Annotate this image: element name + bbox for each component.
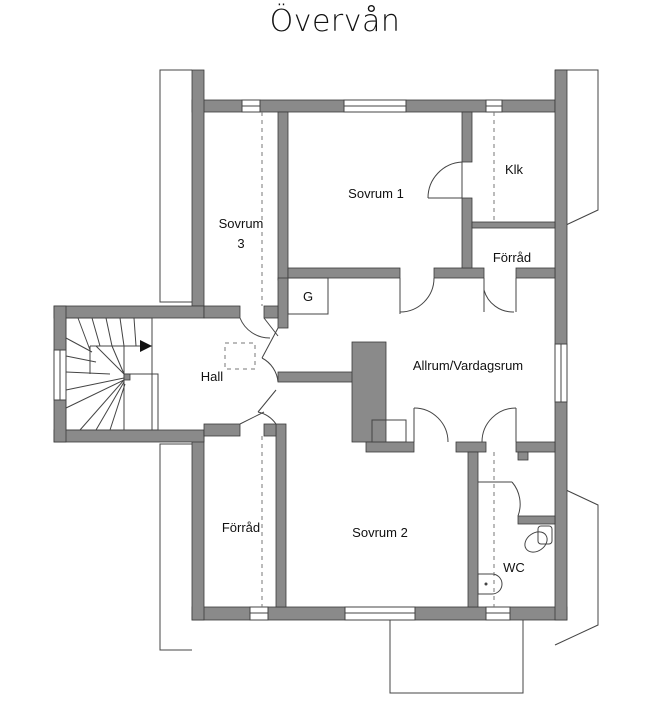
- windows: [53, 99, 568, 621]
- toilet: [524, 525, 553, 553]
- room-label-forrad-bottom: Förråd: [222, 520, 260, 535]
- chimney: [371, 419, 407, 443]
- outer-walls: [53, 69, 568, 621]
- g-appliance-box: G: [287, 277, 329, 315]
- room-label-wc: WC: [503, 560, 525, 575]
- room-label-forrad-top: Förråd: [493, 250, 531, 265]
- room-label-sovrum-3: Sovrum: [219, 216, 264, 231]
- staircase: [65, 317, 159, 431]
- inner-walls: [203, 111, 556, 608]
- washbasin: [477, 573, 503, 595]
- room-label-allrum: Allrum/Vardagsrum: [413, 358, 523, 373]
- room-label-sovrum-1: Sovrum 1: [348, 186, 404, 201]
- roof-outline: [159, 69, 599, 694]
- room-label-klk: Klk: [505, 162, 524, 177]
- room-label-sovrum-3-number: 3: [237, 236, 244, 251]
- floor-title: Övervån: [269, 4, 401, 39]
- g-label: G: [303, 289, 313, 304]
- slope-lines: [224, 112, 495, 607]
- room-label-sovrum-2: Sovrum 2: [352, 525, 408, 540]
- doors: [239, 161, 521, 517]
- room-label-hall: Hall: [201, 369, 224, 384]
